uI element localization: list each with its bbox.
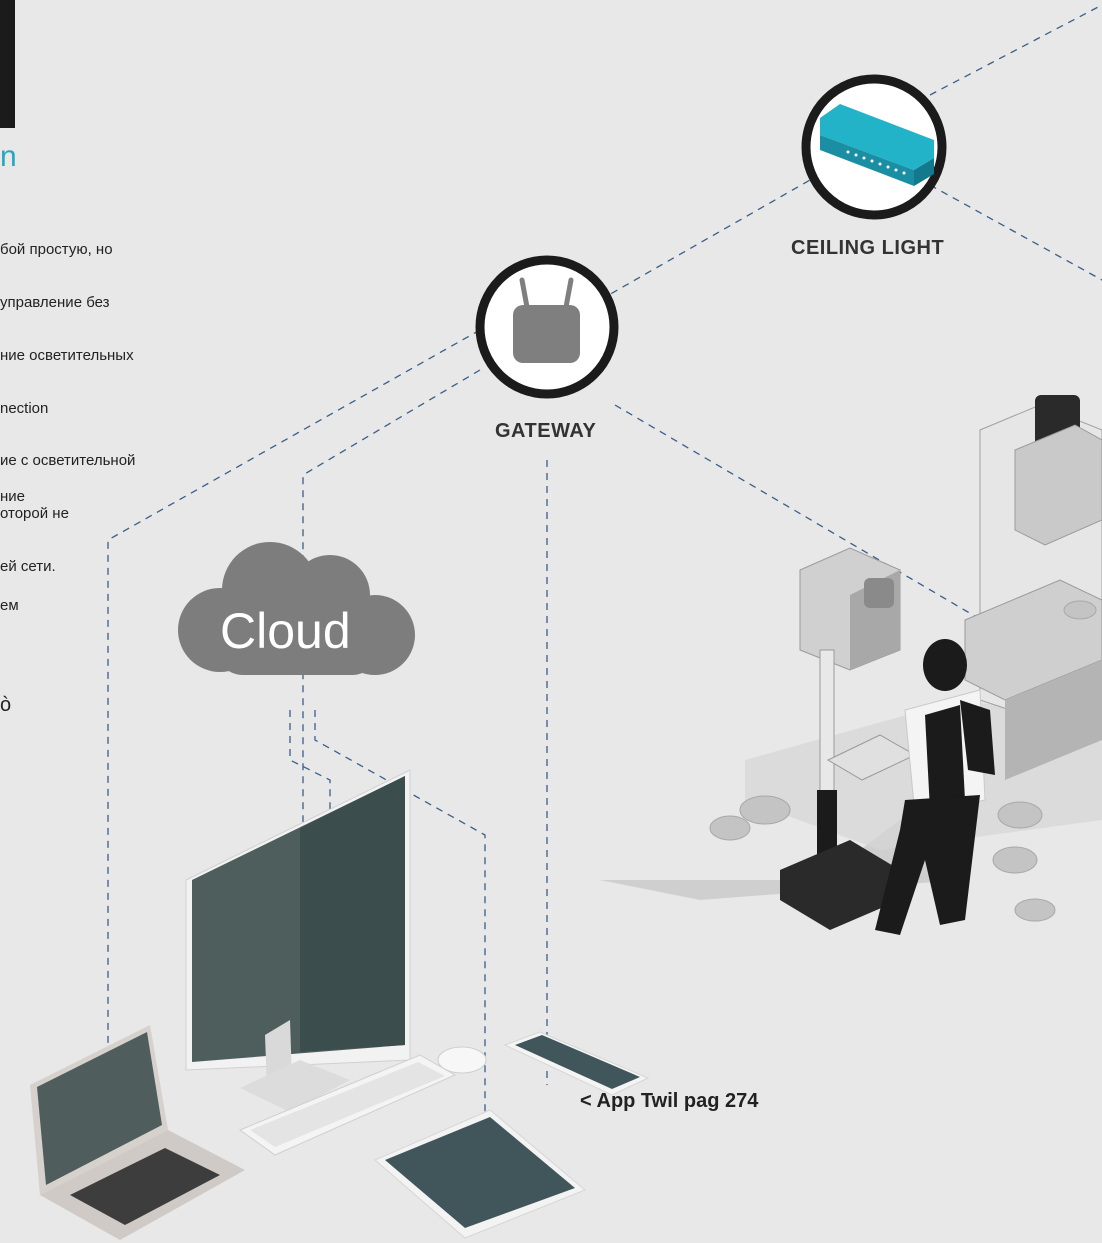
page-title-fragment: n — [0, 140, 17, 173]
smartphone — [503, 1031, 650, 1096]
line-light-to-right — [929, 184, 1102, 281]
text-fragment: ò — [0, 694, 12, 716]
cloud-label: Cloud — [220, 603, 351, 659]
tablet — [374, 1109, 586, 1239]
router-icon — [513, 305, 580, 363]
gateway-node[interactable] — [475, 255, 619, 399]
line-light-to-topright — [929, 4, 1102, 96]
text-fragment: ем — [0, 597, 19, 614]
drill-press — [780, 547, 917, 930]
intro-line: бой простую, но — [0, 241, 113, 259]
laptop — [30, 1025, 245, 1240]
ceiling-light-icon — [820, 104, 934, 170]
intro-line: nection — [0, 399, 49, 417]
line-cloud-to-tablet — [314, 710, 486, 1155]
ceiling-light-label: CEILING LIGHT — [791, 237, 945, 259]
intro-line: ей сети. — [0, 557, 56, 575]
intro-paragraph: бой простую, но управление без ние освет… — [0, 206, 200, 593]
line-gateway-to-monitor — [302, 369, 481, 905]
cloud-shape — [178, 542, 415, 675]
text-fragment: ние — [0, 488, 26, 505]
worker — [875, 639, 995, 935]
ceiling-light-node[interactable] — [801, 74, 947, 220]
app-twil-link[interactable]: < App Twil pag 274 — [580, 1090, 759, 1112]
line-gateway-to-laptop — [107, 329, 481, 1135]
keyboard — [238, 1054, 457, 1156]
intro-line: оторой не — [0, 505, 69, 523]
mouse — [437, 1046, 487, 1074]
intro-line: управление без — [0, 293, 110, 311]
intro-line: ие с осветительной — [0, 452, 136, 470]
black-block — [0, 0, 15, 128]
monitor — [185, 769, 411, 1112]
gateway-label: GATEWAY — [495, 420, 597, 442]
line-gateway-to-light — [599, 179, 811, 301]
intro-line: ние осветительных — [0, 346, 134, 364]
milling-machine — [964, 395, 1102, 780]
gears — [709, 600, 1097, 922]
